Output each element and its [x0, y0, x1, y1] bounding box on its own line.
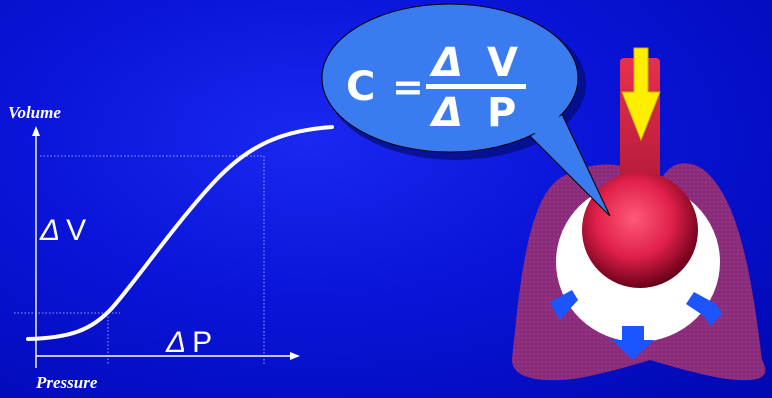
- bubble-body: [321, 3, 579, 153]
- yellow-down-arrow-icon: [621, 47, 661, 142]
- bubble-tail-seam: [516, 114, 560, 140]
- x-axis-arrowhead: [290, 352, 300, 360]
- y-axis-arrowhead: [32, 126, 40, 136]
- blue-outward-arrow-icon: [612, 326, 654, 360]
- x-axis-label: Pressure: [35, 373, 98, 392]
- lung-illustration: [512, 47, 766, 381]
- compliance-curve: [26, 125, 334, 341]
- blue-outward-arrow-icon: [686, 292, 722, 326]
- y-axis-label: Volume: [8, 103, 61, 122]
- blue-outward-arrow-icon: [550, 290, 578, 320]
- formula-lhs: C: [346, 64, 375, 110]
- fraction-bar: [426, 84, 526, 89]
- formula-equals: =: [392, 65, 424, 109]
- heart-sphere-icon: [582, 172, 698, 288]
